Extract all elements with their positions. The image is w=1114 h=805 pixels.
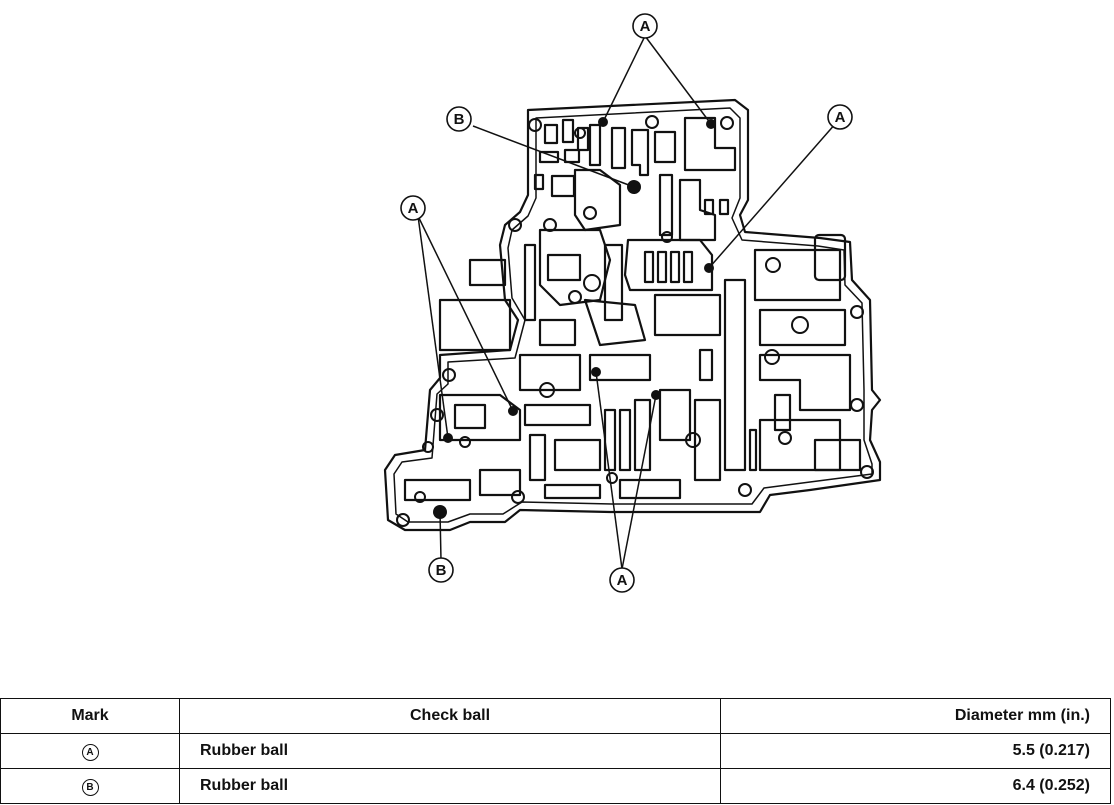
- row-mark: B: [0, 768, 180, 804]
- row-diameter: 5.5 (0.217): [720, 733, 1111, 769]
- valve-body-diagram: A B A A B A: [383, 13, 882, 593]
- header-diameter: Diameter mm (in.): [720, 698, 1111, 734]
- plate-inner-outline: [393, 107, 873, 523]
- callout-a-right: A: [835, 109, 846, 126]
- row-mark: A: [0, 733, 180, 769]
- table-row: B Rubber ball 6.4 (0.252): [0, 768, 1111, 804]
- header-check-ball: Check ball: [179, 698, 721, 734]
- check-ball-spec-table: Mark Check ball Diameter mm (in.) A Rubb…: [0, 698, 1111, 804]
- callout-a-left: A: [408, 200, 419, 217]
- row-diameter: 6.4 (0.252): [720, 768, 1111, 804]
- callout-a-bottom: A: [617, 572, 628, 589]
- table-header-row: Mark Check ball Diameter mm (in.): [0, 698, 1111, 734]
- table-row: A Rubber ball 5.5 (0.217): [0, 733, 1111, 769]
- header-mark: Mark: [0, 698, 180, 734]
- mark-a-icon: A: [81, 743, 99, 761]
- callout-b-bottom: B: [436, 562, 447, 579]
- row-check-ball: Rubber ball: [179, 768, 721, 804]
- callout-b-top: B: [454, 111, 465, 128]
- row-check-ball: Rubber ball: [179, 733, 721, 769]
- callout-a-top: A: [640, 18, 651, 35]
- plate-outline: [383, 98, 882, 532]
- mark-b-icon: B: [81, 778, 99, 796]
